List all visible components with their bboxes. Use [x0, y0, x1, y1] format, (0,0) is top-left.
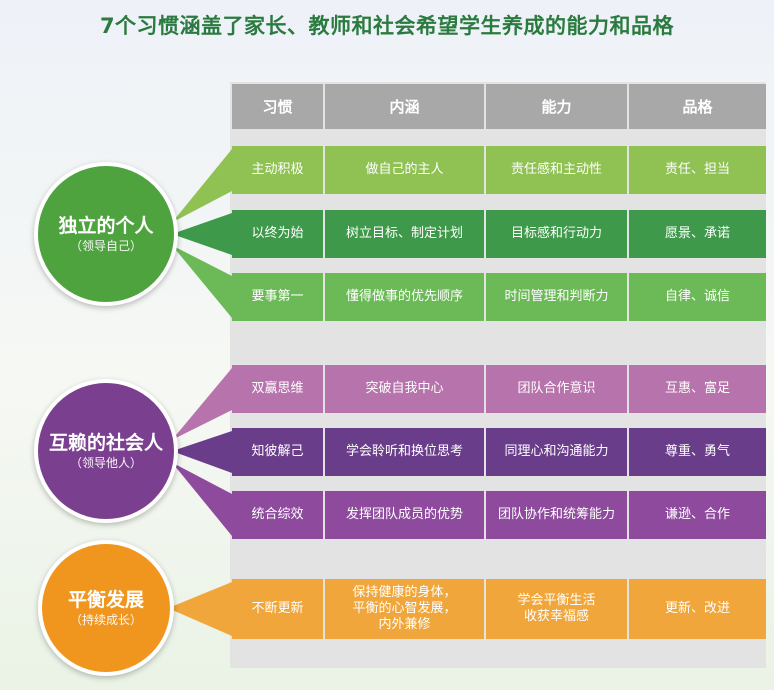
cell-meaning: 学会聆听和换位思考	[325, 428, 484, 476]
header-meaning: 内涵	[325, 84, 484, 129]
cell-habit: 主动积极	[232, 146, 323, 194]
cell-ability: 目标感和行动力	[486, 210, 627, 258]
cell-habit: 统合综效	[232, 491, 323, 539]
cell-meaning: 懂得做事的优先顺序	[325, 273, 484, 321]
cell-habit: 不断更新	[232, 579, 323, 639]
group-circle-interdependent: 互赖的社会人 （领导他人）	[34, 379, 178, 523]
connector-arrow	[172, 245, 232, 318]
header-habit: 习惯	[232, 84, 323, 129]
connector-arrow	[172, 431, 232, 473]
group-subtitle: （领导自己）	[69, 239, 142, 253]
cell-character: 责任、担当	[629, 146, 766, 194]
cell-meaning: 树立目标、制定计划	[325, 210, 484, 258]
group-name: 互赖的社会人	[48, 432, 163, 454]
connector-arrow	[172, 368, 232, 440]
cell-character: 更新、改进	[629, 579, 766, 639]
cell-habit: 要事第一	[232, 273, 323, 321]
cell-ability: 责任感和主动性	[486, 146, 627, 194]
cell-ability: 团队协作和统筹能力	[486, 491, 627, 539]
cell-meaning: 做自己的主人	[325, 146, 484, 194]
group-subtitle: （持续成长）	[69, 613, 142, 627]
cell-habit: 以终为始	[232, 210, 323, 258]
header-character: 品格	[629, 84, 766, 129]
connector-arrow	[172, 462, 232, 536]
cell-character: 互惠、富足	[629, 365, 766, 413]
cell-ability: 团队合作意识	[486, 365, 627, 413]
group-name: 平衡发展	[67, 589, 144, 611]
cell-ability: 学会平衡生活收获幸福感	[486, 579, 627, 639]
cell-character: 愿景、承诺	[629, 210, 766, 258]
group-circle-independent: 独立的个人 （领导自己）	[34, 162, 178, 306]
page-title: 7个习惯涵盖了家长、教师和社会希望学生养成的能力和品格	[99, 14, 675, 38]
group-subtitle: （领导他人）	[69, 456, 142, 470]
cell-ability: 同理心和沟通能力	[486, 428, 627, 476]
connector-arrow	[172, 213, 232, 255]
cell-character: 自律、诚信	[629, 273, 766, 321]
group-circle-balance: 平衡发展 （持续成长）	[38, 540, 174, 676]
cell-ability: 时间管理和判断力	[486, 273, 627, 321]
connector-arrow	[172, 149, 232, 223]
cell-meaning: 发挥团队成员的优势	[325, 491, 484, 539]
cell-meaning: 保持健康的身体，平衡的心智发展，内外兼修	[325, 579, 484, 639]
cell-character: 尊重、勇气	[629, 428, 766, 476]
group-name: 独立的个人	[58, 215, 154, 237]
cell-character: 谦逊、合作	[629, 491, 766, 539]
cell-meaning: 突破自我中心	[325, 365, 484, 413]
cell-habit: 双赢思维	[232, 365, 323, 413]
cell-habit: 知彼解己	[232, 428, 323, 476]
connector-arrow	[168, 582, 232, 636]
header-ability: 能力	[486, 84, 627, 129]
